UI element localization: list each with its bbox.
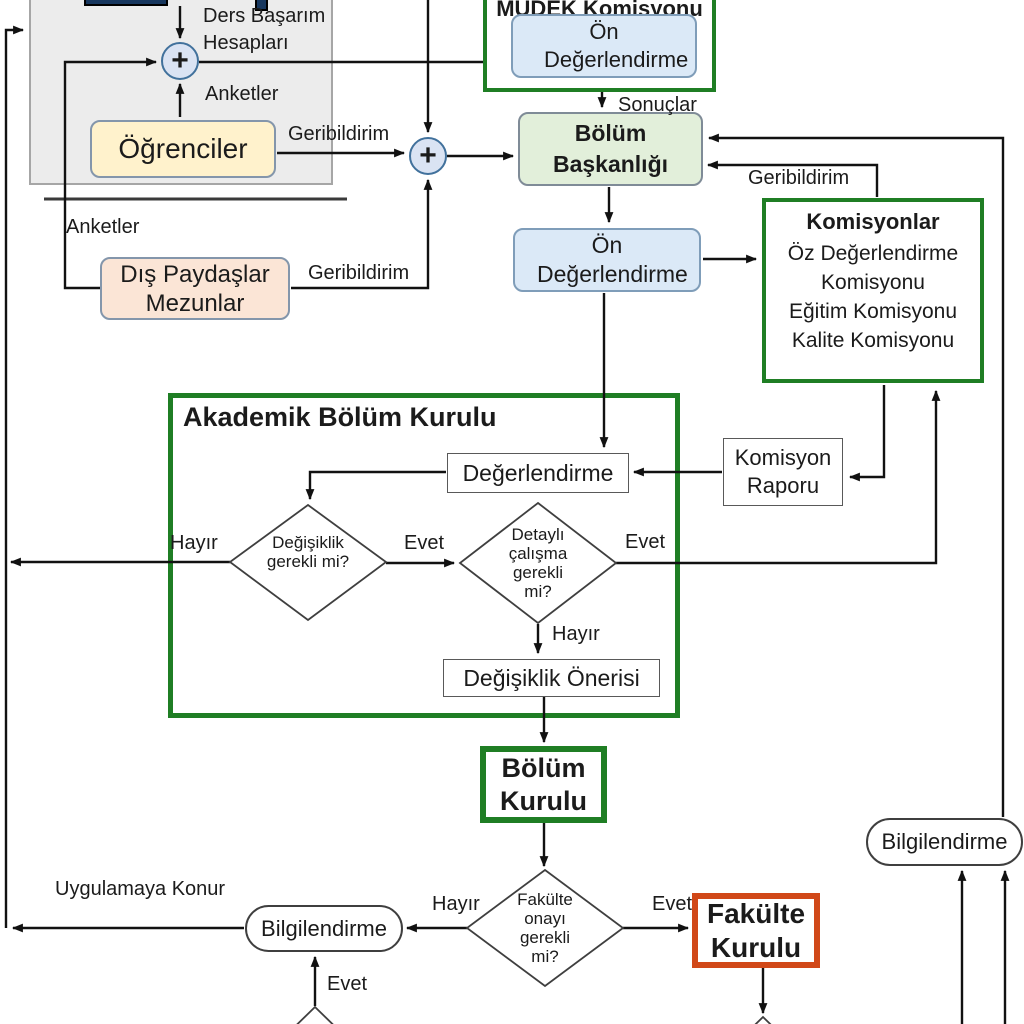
diamond-detayli-text: Detaylı çalışma gerekli mi? <box>508 525 568 601</box>
komisyonlar-title: Komisyonlar <box>806 209 940 234</box>
diamond-fakulte-onayi <box>465 868 625 988</box>
plus-icon: + <box>171 44 189 77</box>
komisyon-raporu-label: Komisyon Raporu <box>734 445 832 498</box>
diamond-bottom-right-fragment <box>754 1015 772 1024</box>
label-anketler-left: Anketler <box>66 216 140 238</box>
ogrenciler: Öğrenciler <box>90 120 276 178</box>
on-degerlendirme-bolum: Ön Değerlendirme <box>513 228 701 292</box>
on-degerlendirme-mudek-label: Ön Değerlendirme <box>544 19 689 72</box>
label-geribildirim-dis: Geribildirim <box>308 262 410 284</box>
sum-junction-1: + <box>161 42 199 80</box>
label-ders-basarim: Ders Başarım Hesapları <box>203 5 326 54</box>
label-evet-diamond2: Evet <box>625 531 666 553</box>
degisiklik-onerisi: Değişiklik Önerisi <box>443 659 660 697</box>
connector-diamond2-evet-to-komisyonlar <box>616 389 941 565</box>
label-hayir-fakulte: Hayır <box>432 893 480 915</box>
komisyon-raporu: Komisyon Raporu <box>723 438 843 506</box>
akademik-bolum-kurulu-frame <box>168 393 680 718</box>
label-anketler-top: Anketler <box>205 83 279 105</box>
degerlendirme: Değerlendirme <box>447 453 629 493</box>
on-degerlendirme-bolum-label: Ön Değerlendirme <box>537 232 688 287</box>
connector-komisyonlar-geribildirim-to-bb <box>706 160 879 197</box>
top-cutoff-box-a <box>84 0 168 6</box>
ogrenciler-label: Öğrenciler <box>118 133 248 164</box>
on-degerlendirme-mudek: Ön Değerlendirme <box>511 14 697 78</box>
komisyon-item: Öz Değerlendirme Komisyonu <box>787 242 959 294</box>
komisyon-item: Kalite Komisyonu <box>791 329 955 352</box>
diamond-degisiklik-gerekli <box>228 503 388 622</box>
degisiklik-onerisi-label: Değişiklik Önerisi <box>463 664 640 691</box>
bilgilendirme-right-label: Bilgilendirme <box>881 829 1008 854</box>
label-evet-bottom: Evet <box>327 973 368 995</box>
label-uygulamaya-konur: Uygulamaya Konur <box>55 878 226 900</box>
label-geribildirim-komisyonlar: Geribildirim <box>748 167 850 189</box>
diamond-bottom-left-fragment <box>296 1005 334 1024</box>
fakulte-kurulu-label: Fakülte Kurulu <box>706 897 806 963</box>
bilgilendirme-left-label: Bilgilendirme <box>261 915 387 941</box>
diamond-degisiklik-text: Değişiklik gerekli mi? <box>266 533 350 571</box>
label-evet-diamond1: Evet <box>404 532 445 554</box>
komisyonlar-frame: Komisyonlar Öz Değerlendirme Komisyonu E… <box>762 198 984 383</box>
bilgilendirme-right: Bilgilendirme <box>866 818 1023 866</box>
degerlendirme-label: Değerlendirme <box>462 459 614 486</box>
label-hayir-diamond1: Hayır <box>170 532 218 554</box>
dis-paydaslar-mezunlar: Dış Paydaşlar Mezunlar <box>100 257 290 320</box>
connector-left-feedback-spine <box>4 25 25 928</box>
label-evet-fakulte: Evet <box>652 893 693 915</box>
connector-degerlendirme-to-diamond1 <box>305 470 446 501</box>
bolum-kurulu-label: Bölüm Kurulu <box>500 752 587 816</box>
akademik-bolum-kurulu-title: Akademik Bölüm Kurulu <box>183 402 497 432</box>
bolum-baskanligi: Bölüm Başkanlığı <box>518 112 703 186</box>
diamond-detayli-calisma <box>458 501 618 625</box>
bolum-baskanligi-label: Bölüm Başkanlığı <box>552 120 669 177</box>
label-geribildirim-ogrenciler: Geribildirim <box>288 123 390 145</box>
connector-komisyonlar-to-rapor <box>848 385 886 482</box>
label-hayir-diamond2: Hayır <box>552 623 600 645</box>
komisyon-item: Eğitim Komisyonu <box>788 300 958 323</box>
label-sonuclar: Sonuçlar <box>618 94 697 116</box>
connector-bilgilendirme-right-to-bb <box>707 133 1005 817</box>
top-cutoff-box-b <box>255 0 268 11</box>
connector-dispaydaslar-anketler-to-plus1 <box>63 57 158 290</box>
dis-paydaslar-label: Dış Paydaşlar Mezunlar <box>120 260 270 317</box>
plus-icon: + <box>419 139 437 172</box>
diamond-fakulte-onayi-text: Fakülte onayı gerekli mi? <box>517 890 573 966</box>
sum-junction-2: + <box>409 137 447 175</box>
fakulte-kurulu: Fakülte Kurulu <box>692 893 820 968</box>
bolum-kurulu: Bölüm Kurulu <box>480 746 607 823</box>
connector-dispaydaslar-geribildirim-to-plus2 <box>291 178 433 290</box>
bilgilendirme-left: Bilgilendirme <box>245 905 403 952</box>
